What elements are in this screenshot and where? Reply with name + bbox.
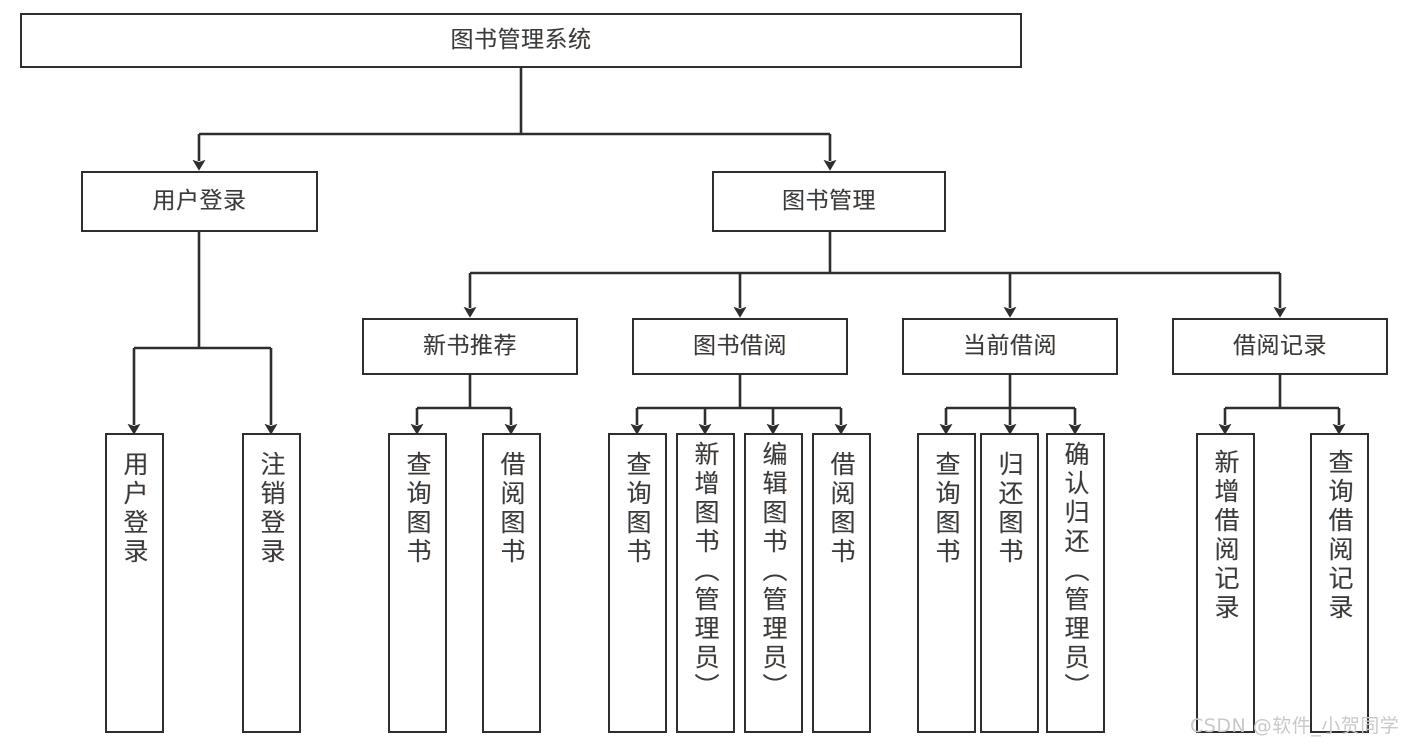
node-leaf-query-book-2-label: 查询图书 — [623, 451, 652, 567]
node-leaf-query-book-1[interactable]: 查询图书 — [388, 433, 447, 733]
node-leaf-borrow-book-1-label: 借阅图书 — [497, 451, 526, 567]
node-leaf-user-logout-label: 注销登录 — [257, 451, 286, 567]
node-root-label: 图书管理系统 — [450, 26, 592, 53]
node-leaf-borrow-book-2[interactable]: 借阅图书 — [812, 433, 871, 733]
node-leaf-query-book-1-label: 查询图书 — [403, 451, 432, 567]
node-leaf-borrow-book-1[interactable]: 借阅图书 — [482, 433, 541, 733]
node-leaf-confirm-return[interactable]: 确认归还（管理员） — [1046, 433, 1105, 733]
node-new-book-recommend[interactable]: 新书推荐 — [362, 318, 578, 375]
node-book-borrow-label: 图书借阅 — [693, 332, 787, 359]
node-book-manage-label: 图书管理 — [782, 187, 876, 214]
csdn-watermark: CSDN @软件_小贺同学 — [1190, 715, 1400, 737]
node-borrow-record[interactable]: 借阅记录 — [1172, 318, 1388, 375]
node-leaf-confirm-return-label: 确认归还（管理员） — [1061, 441, 1090, 702]
node-leaf-user-login[interactable]: 用户登录 — [105, 433, 164, 733]
node-leaf-add-record[interactable]: 新增借阅记录 — [1196, 433, 1255, 733]
node-new-book-recommend-label: 新书推荐 — [423, 332, 517, 359]
node-book-manage[interactable]: 图书管理 — [712, 171, 946, 232]
node-leaf-add-book[interactable]: 新增图书（管理员） — [676, 433, 735, 733]
node-current-borrow[interactable]: 当前借阅 — [902, 318, 1118, 375]
node-user-login-label: 用户登录 — [152, 187, 247, 214]
node-leaf-query-book-3[interactable]: 查询图书 — [917, 433, 976, 733]
node-leaf-edit-book-label: 编辑图书（管理员） — [759, 441, 788, 702]
node-leaf-return-book-label: 归还图书 — [995, 451, 1024, 567]
node-current-borrow-label: 当前借阅 — [963, 332, 1057, 359]
node-leaf-query-record[interactable]: 查询借阅记录 — [1310, 433, 1369, 733]
node-leaf-user-login-label: 用户登录 — [120, 451, 149, 567]
node-leaf-query-book-3-label: 查询图书 — [932, 451, 961, 567]
node-borrow-record-label: 借阅记录 — [1233, 332, 1327, 359]
node-leaf-user-logout[interactable]: 注销登录 — [242, 433, 301, 733]
node-leaf-borrow-book-2-label: 借阅图书 — [827, 451, 856, 567]
node-book-borrow[interactable]: 图书借阅 — [632, 318, 848, 375]
node-leaf-query-record-label: 查询借阅记录 — [1325, 449, 1354, 623]
node-leaf-edit-book[interactable]: 编辑图书（管理员） — [744, 433, 803, 733]
node-leaf-add-record-label: 新增借阅记录 — [1211, 449, 1240, 623]
node-leaf-return-book[interactable]: 归还图书 — [980, 433, 1039, 733]
node-leaf-query-book-2[interactable]: 查询图书 — [608, 433, 667, 733]
node-user-login[interactable]: 用户登录 — [81, 171, 318, 232]
node-leaf-add-book-label: 新增图书（管理员） — [691, 441, 720, 702]
node-root[interactable]: 图书管理系统 — [20, 13, 1022, 68]
